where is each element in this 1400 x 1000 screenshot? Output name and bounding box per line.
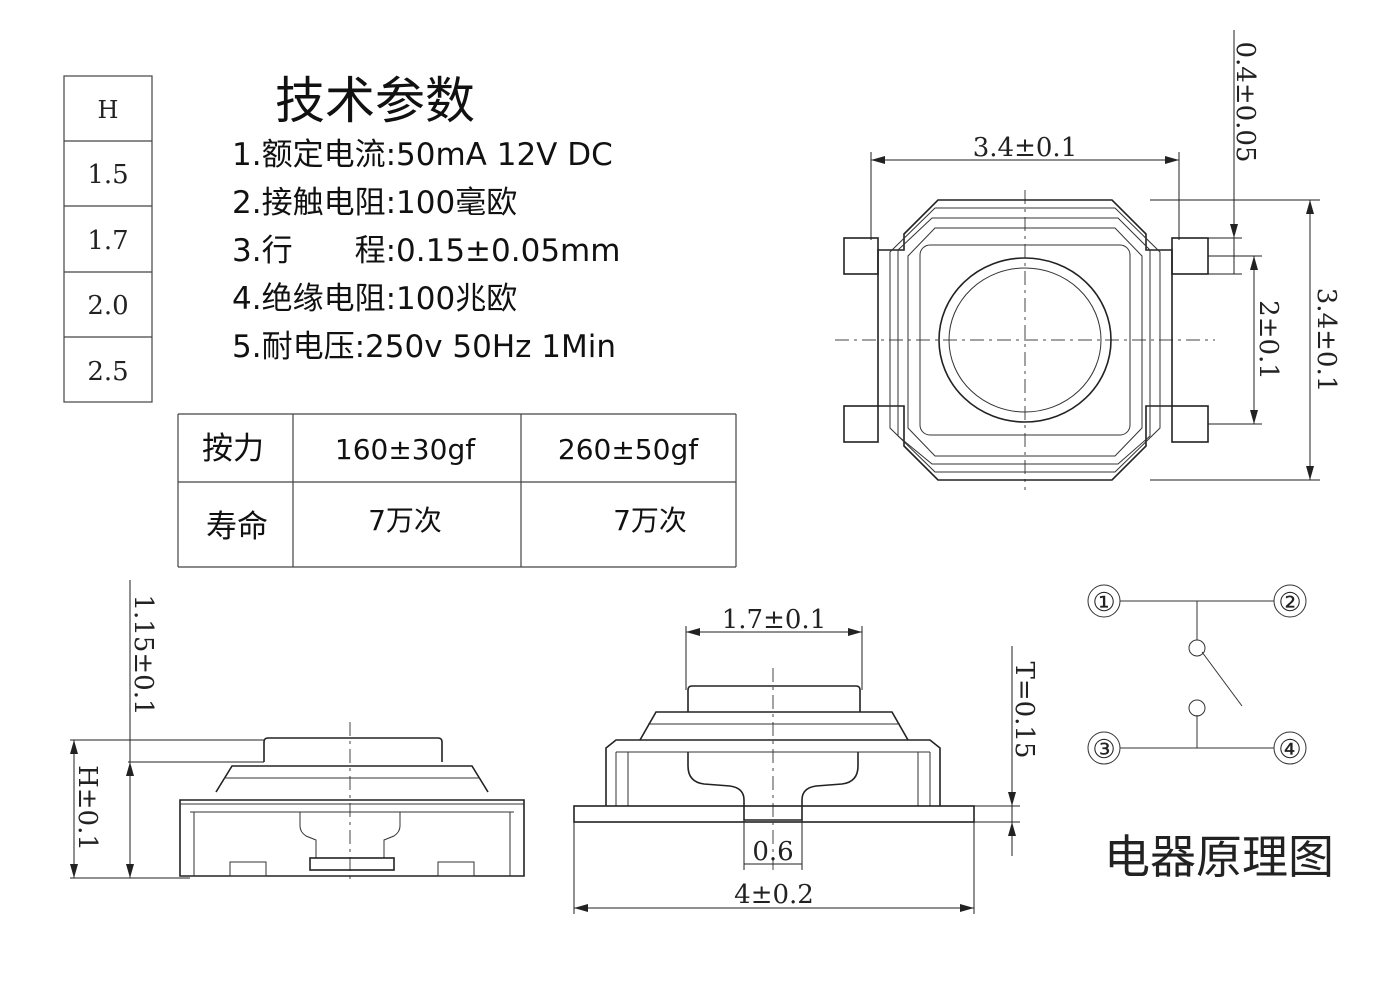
force-table: 按力 160±30gf 260±50gf 寿命 7万次 7万次 — [177, 413, 737, 568]
life-value: 7万次 — [613, 504, 687, 537]
force-value: 160±30gf — [335, 433, 476, 466]
dim-total-height: 1.15±0.1 — [128, 594, 158, 715]
dim-h: H±0.1 — [72, 765, 102, 851]
side-view-front: 1.7±0.1 T=0.15 0.6 4±0.2 — [573, 605, 1039, 914]
schematic: ① ② ③ ④ 电器原理图 — [1087, 584, 1334, 884]
spec-item: 1.额定电流:50mA 12V DC — [232, 137, 613, 173]
force-row-label: 按力 — [202, 431, 264, 467]
dim-pin-width: 0.4±0.05 — [1230, 41, 1260, 162]
specs-title: 技术参数 — [275, 72, 475, 130]
spec-item: 2.接触电阻:100毫欧 — [232, 185, 517, 221]
side-view-left: 1.15±0.1 H±0.1 — [70, 580, 525, 880]
dim-plunger-width: 1.7±0.1 — [722, 605, 826, 635]
schematic-pin-label: ① — [1092, 588, 1115, 618]
dim-pin: 0.6 — [752, 837, 793, 867]
dim-pin-pitch: 2±0.1 — [1253, 300, 1283, 380]
life-value: 7万次 — [368, 504, 442, 537]
h-table-value: 2.5 — [87, 357, 128, 387]
h-table-value: 2.0 — [87, 291, 128, 321]
schematic-pin-label: ④ — [1278, 735, 1301, 765]
spec-item: 3.行 程:0.15±0.05mm — [232, 233, 620, 269]
h-table: H 1.5 1.7 2.0 2.5 — [63, 75, 153, 403]
specs-block: 技术参数 1.额定电流:50mA 12V DC 2.接触电阻:100毫欧 3.行… — [232, 72, 620, 365]
schematic-pin-label: ② — [1278, 588, 1301, 618]
top-view: 3.4±0.1 3.4±0.1 0.4±0.05 2±0.1 — [835, 30, 1341, 490]
life-row-label: 寿命 — [206, 509, 268, 545]
dim-thickness: T=0.15 — [1009, 661, 1039, 758]
force-value: 260±50gf — [558, 433, 699, 466]
dim-base-width: 4±0.2 — [734, 880, 814, 910]
spec-item: 5.耐电压:250v 50Hz 1Min — [232, 329, 616, 365]
dim-width: 3.4±0.1 — [973, 133, 1077, 163]
schematic-pin-label: ③ — [1092, 735, 1115, 765]
schematic-title: 电器原理图 — [1104, 830, 1334, 884]
dim-height: 3.4±0.1 — [1311, 288, 1341, 392]
h-table-value: 1.5 — [87, 160, 128, 190]
h-table-header: H — [98, 96, 119, 124]
h-table-value: 1.7 — [87, 226, 128, 256]
spec-item: 4.绝缘电阻:100兆欧 — [232, 281, 517, 317]
